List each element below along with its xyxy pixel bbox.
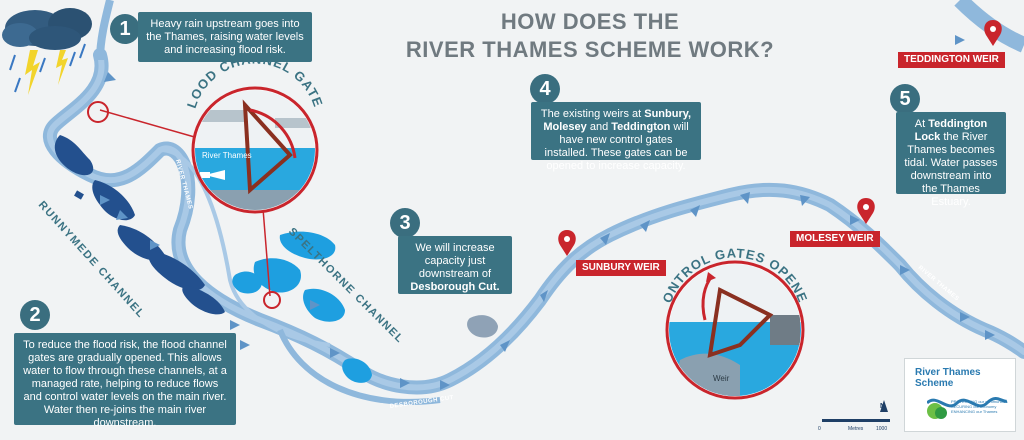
- title-line-1: HOW DOES THE: [500, 9, 680, 34]
- svg-text:0: 0: [818, 426, 821, 432]
- inset-river-thames-label: River Thames: [202, 151, 252, 160]
- teddington-pin-icon: [984, 20, 1002, 46]
- molesey-weir-label: MOLESEY WEIR: [790, 231, 880, 247]
- svg-text:Metres: Metres: [848, 426, 864, 432]
- reservoir-grey: [467, 315, 498, 338]
- river-upstream: [96, 0, 114, 61]
- rain-cloud-icon: [2, 8, 92, 95]
- step-5-number: 5: [890, 84, 920, 114]
- page-title: HOW DOES THE RIVER THAMES SCHEME WORK?: [400, 8, 780, 64]
- step-3-number: 3: [390, 208, 420, 238]
- logo-tagline: PROTECTING our communities SECURING our …: [951, 399, 1008, 414]
- north-arrow-icon: N: [880, 400, 888, 412]
- teddington-weir-label: TEDDINGTON WEIR: [898, 52, 1005, 68]
- step-2-number: 2: [20, 300, 50, 330]
- molesey-pin-icon: [857, 198, 875, 224]
- scale-bar: 0 Metres 1000: [818, 419, 890, 432]
- step-5-text: At Teddington Lock the River Thames beco…: [896, 112, 1006, 208]
- step-4-number: 4: [530, 74, 560, 104]
- inset-weir-label: Weir: [713, 374, 730, 383]
- spelthorne-channel: [232, 231, 372, 383]
- step-2-text: To reduce the flood risk, the flood chan…: [14, 333, 236, 429]
- river-thames-scheme-logo: River Thames Scheme PROTECTING our commu…: [904, 358, 1016, 432]
- logo-river-icon: [927, 397, 1007, 419]
- step-3-text: We will increase capacity just downstrea…: [398, 236, 512, 294]
- river-loop-desborough: [277, 328, 441, 405]
- logo-title: River Thames Scheme: [915, 367, 981, 389]
- svg-text:N: N: [880, 403, 885, 410]
- spelthorne-label: SPELTHORNE CHANNEL: [286, 226, 406, 346]
- step-4-text: The existing weirs at Sunbury, Molesey a…: [531, 102, 701, 172]
- sunbury-pin-icon: [558, 230, 576, 256]
- title-line-2: RIVER THAMES SCHEME WORK?: [405, 37, 775, 62]
- step-1-text: Heavy rain upstream goes into the Thames…: [138, 12, 312, 62]
- sunbury-weir-label: SUNBURY WEIR: [576, 260, 666, 276]
- river-loop-west: [159, 148, 331, 347]
- step-1-number: 1: [110, 14, 140, 44]
- svg-text:1000: 1000: [876, 426, 887, 432]
- desborough-label: DESBOROUGH CUT: [389, 395, 454, 410]
